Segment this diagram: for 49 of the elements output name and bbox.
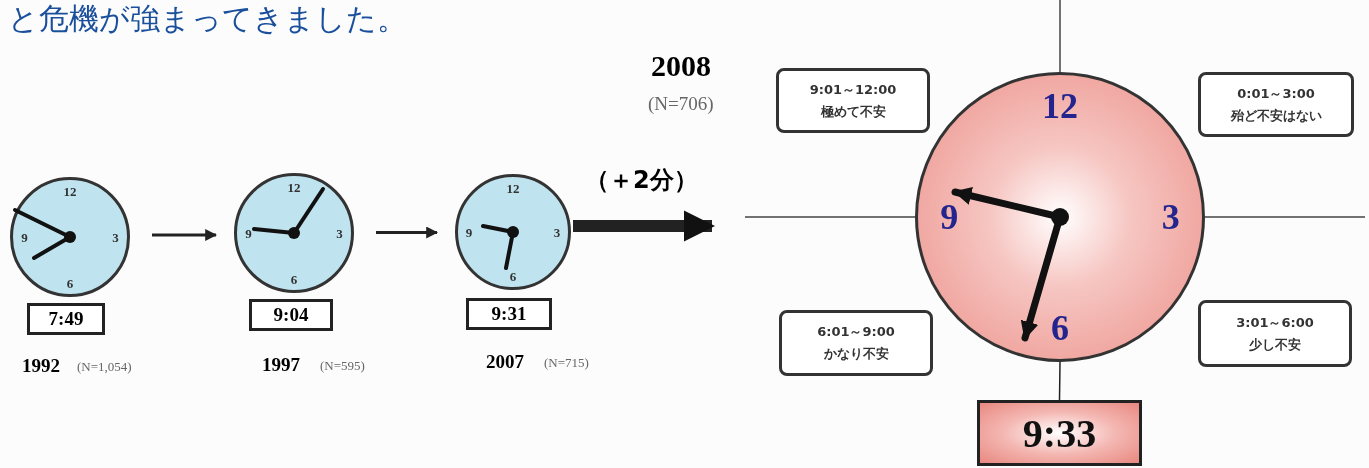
clock-numeral: 3: [336, 226, 343, 240]
anxiety-level-text: 極めて不安: [820, 102, 886, 121]
clock-numeral: 3: [553, 225, 561, 239]
sample-size-label: (N=715): [544, 356, 589, 369]
clock-numeral: 12: [287, 180, 301, 194]
arrow: [376, 226, 439, 239]
time-range-text: 9:01～12:00: [809, 80, 897, 99]
clock-numeral: 3: [112, 230, 119, 244]
time-box: [466, 298, 552, 330]
clock-numeral: 6: [66, 276, 74, 290]
clock-numeral: 6: [1051, 309, 1069, 346]
clock-numeral: 12: [1042, 88, 1078, 125]
connector-line: [1058, 361, 1061, 401]
clock-numeral: 3: [1161, 199, 1180, 235]
clock-numeral: 9: [465, 225, 473, 239]
sample-size-label: (N=595): [320, 359, 365, 372]
year-label: 2008: [651, 51, 711, 81]
time-range-text: 6:01～9:00: [817, 323, 895, 341]
year-label: 1992: [22, 356, 60, 375]
time-text: 7:49: [48, 308, 84, 330]
time-box: [27, 303, 105, 335]
range-box: [776, 68, 930, 133]
range-box: [1198, 72, 1354, 137]
time-text: 9:31: [491, 303, 527, 325]
time-range-text: 0:01～3:00: [1237, 84, 1315, 103]
time-text: 9:04: [273, 304, 309, 326]
anxiety-level-text: かなり不安: [823, 345, 889, 363]
result-box: [977, 400, 1142, 466]
clock-numeral: 9: [940, 199, 959, 235]
range-box: [779, 310, 933, 376]
clock-numeral: 6: [509, 269, 517, 283]
year-label: 1997: [262, 355, 300, 374]
arrow: [152, 229, 218, 241]
anxiety-level-text: 殆ど不安はない: [1230, 106, 1322, 125]
range-box: [1198, 300, 1352, 367]
clock-numeral: 9: [245, 226, 252, 240]
heading-text: と危機が強まってきました。: [8, 4, 407, 34]
clock-numeral: 6: [290, 272, 298, 286]
clock-numeral: 9: [21, 230, 28, 244]
time-box: [249, 299, 333, 331]
arrow: [573, 210, 716, 242]
year-label: 2007: [486, 352, 524, 371]
clock-numeral: 12: [63, 184, 77, 198]
time-text: 9:33: [1022, 409, 1097, 457]
time-range-text: 3:01～6:00: [1236, 313, 1314, 332]
anxiety-level-text: 少し不安: [1249, 335, 1301, 354]
sample-size-label: (N=706): [648, 94, 714, 113]
clock-numeral: 12: [506, 181, 520, 195]
sample-size-label: (N=1,054): [77, 360, 132, 373]
